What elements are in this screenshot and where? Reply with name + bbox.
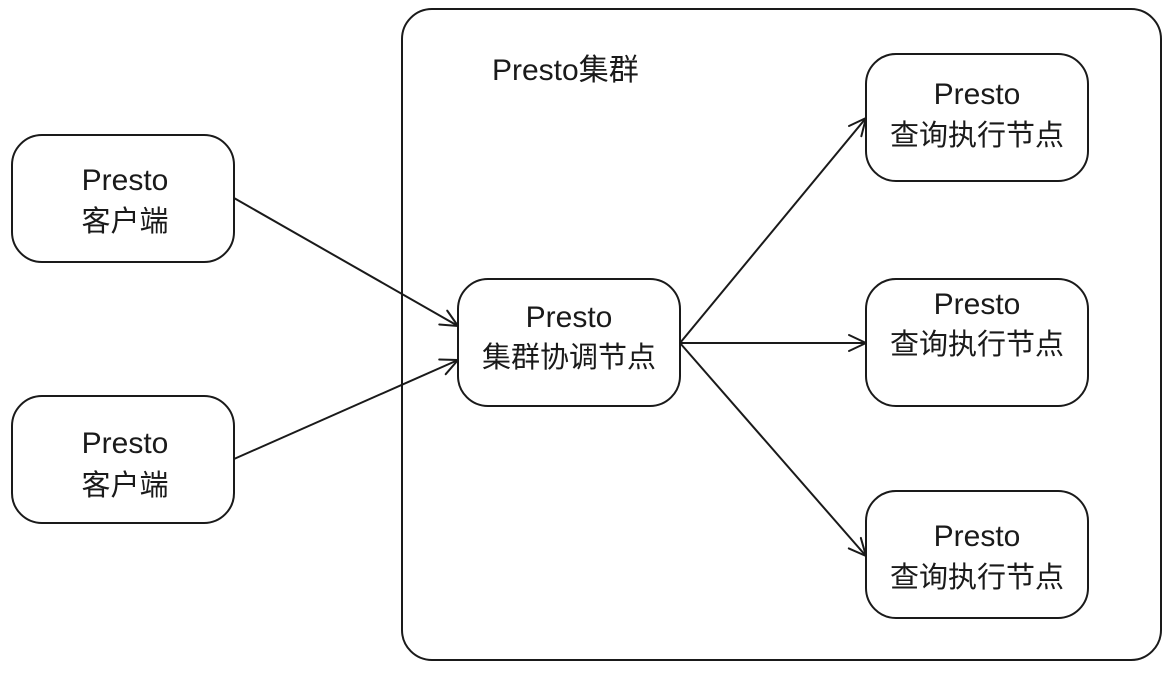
coordinator-node-role: 集群协调节点: [482, 340, 656, 374]
worker-node-3-box: [865, 490, 1089, 619]
arrow-client-2-to-coordinator: [233, 358, 459, 460]
client-node-1-role: 客户端: [81, 204, 168, 238]
arrow-coordinator-to-worker-1: [679, 117, 867, 344]
worker-node-1: Presto 查询执行节点: [865, 53, 1089, 182]
worker-node-1-role: 查询执行节点: [890, 118, 1064, 152]
presto-cluster-group: Presto集群: [401, 8, 1162, 661]
presto-cluster-boundary: [401, 8, 1162, 661]
client-node-1-box: [11, 134, 235, 263]
worker-node-3: Presto 查询执行节点: [865, 490, 1089, 619]
coordinator-node: Presto 集群协调节点: [457, 278, 681, 407]
arrow-client-1-to-coordinator: [233, 197, 459, 327]
client-node-2-box: [11, 395, 235, 524]
arrow-coordinator-to-worker-3: [679, 342, 867, 557]
client-node-2-name: Presto: [82, 427, 169, 460]
worker-node-2-role: 查询执行节点: [890, 327, 1064, 361]
worker-node-2: Presto 查询执行节点: [865, 278, 1089, 407]
worker-node-3-role: 查询执行节点: [890, 560, 1064, 594]
worker-node-3-name: Presto: [934, 520, 1021, 553]
client-node-1-name: Presto: [82, 164, 169, 197]
worker-node-1-name: Presto: [934, 78, 1021, 111]
client-node-1: Presto 客户端: [11, 134, 235, 263]
client-node-2-role: 客户端: [81, 468, 168, 502]
coordinator-node-name: Presto: [526, 301, 613, 334]
worker-node-2-name: Presto: [934, 288, 1021, 321]
client-node-2: Presto 客户端: [11, 395, 235, 524]
cluster-title: Presto集群: [492, 54, 639, 87]
